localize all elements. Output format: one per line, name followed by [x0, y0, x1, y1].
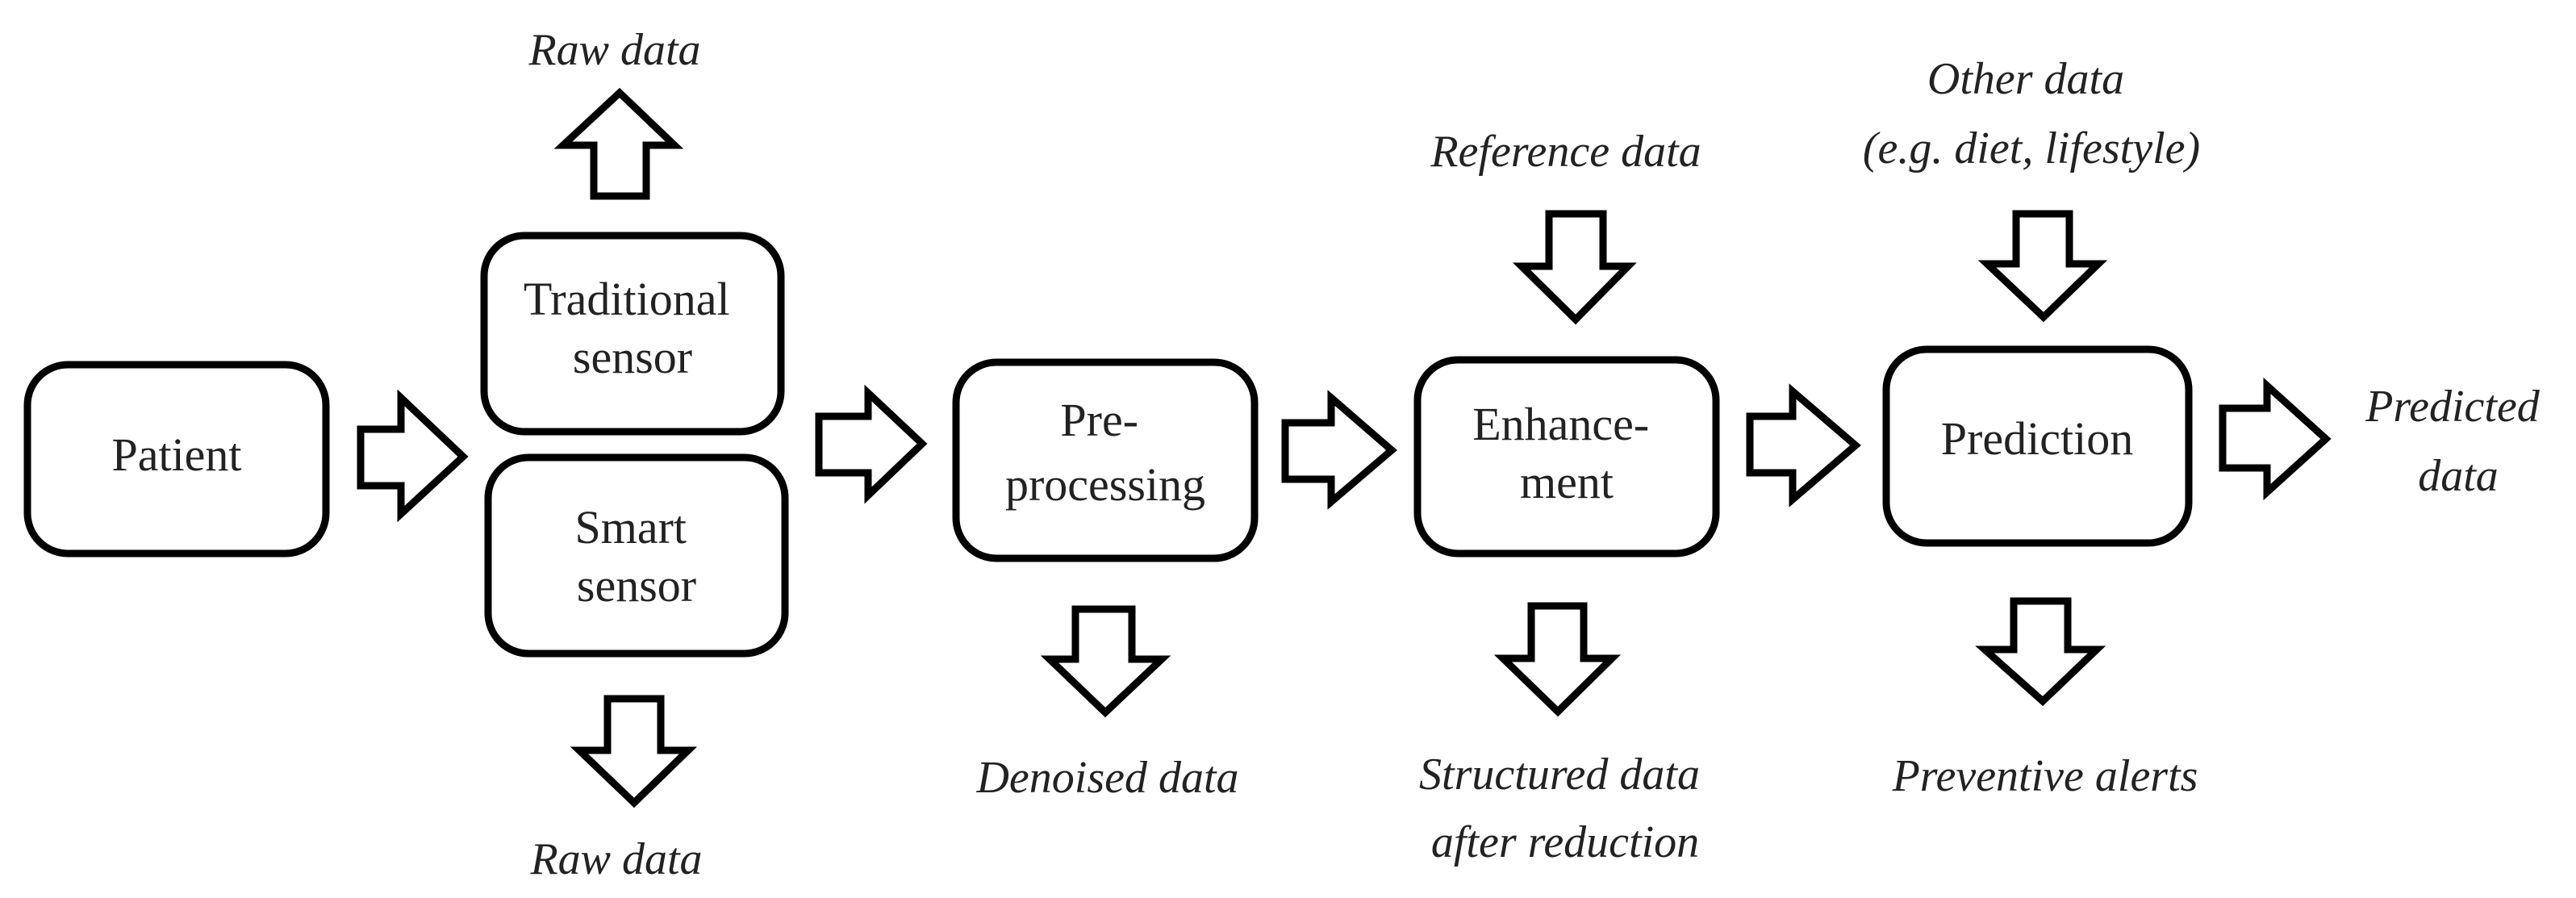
- arrow-down-denoised-data: [1040, 605, 1171, 718]
- preprocessing-box: Pre- processing: [952, 358, 1259, 562]
- traditional-sensor-box-label: Traditional sensor: [524, 273, 741, 383]
- patient-box: Patient: [23, 361, 330, 558]
- arrow-right-patient-to-sensors: [357, 389, 469, 523]
- smart-sensor-box-label: Smart sensor: [574, 501, 698, 612]
- predicted-data-label: Predicted data: [2365, 382, 2551, 501]
- preprocessing-box-label: Pre- processing: [1005, 394, 1205, 511]
- enhancement-box: Enhance- ment: [1413, 356, 1720, 558]
- arrow-down-structured-data: [1493, 602, 1621, 717]
- arrow-down-reference-data: [1513, 210, 1637, 325]
- other-data-label: Other data (e.g. diet, lifestyle): [1863, 54, 2200, 173]
- patient-box-label: Patient: [111, 428, 241, 481]
- arrow-up-raw-data: [553, 87, 684, 200]
- arrow-down-other-data: [1977, 210, 2108, 323]
- arrow-right-enhancement-to-prediction: [1746, 383, 1861, 507]
- prediction-box: Prediction: [1882, 345, 2193, 547]
- arrow-down-preventive-alerts: [1975, 597, 2106, 707]
- raw-data-bottom-label: Raw data: [529, 834, 702, 884]
- arrow-down-raw-data: [570, 695, 698, 808]
- raw-data-top-label: Raw data: [528, 25, 700, 75]
- enhancement-box-label: Enhance- ment: [1472, 398, 1660, 508]
- preventive-alerts-label: Preventive alerts: [1892, 751, 2198, 801]
- arrow-right-sensors-to-preprocessing: [815, 384, 928, 504]
- arrow-right-prediction-to-output: [2219, 377, 2332, 501]
- reference-data-label: Reference data: [1430, 127, 1701, 177]
- denoised-data-label: Denoised data: [975, 753, 1238, 803]
- smart-sensor-box: Smart sensor: [484, 453, 789, 658]
- structured-data-label: Structured data after reduction: [1419, 750, 1711, 867]
- prediction-box-label: Prediction: [1941, 412, 2133, 465]
- arrow-right-preprocessing-to-enhancement: [1281, 390, 1397, 510]
- traditional-sensor-box: Traditional sensor: [480, 232, 785, 436]
